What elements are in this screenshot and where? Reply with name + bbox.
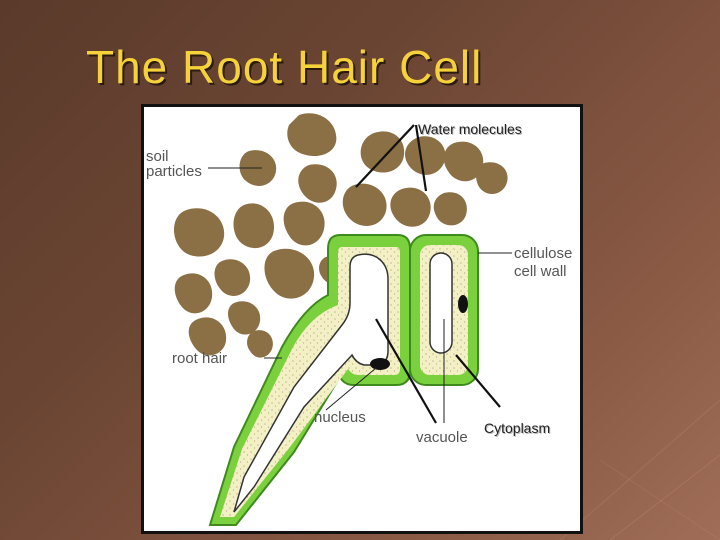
cellulose-label-line2: cell wall xyxy=(514,263,567,280)
label-pointers xyxy=(208,167,512,423)
added-label-pointers xyxy=(355,124,501,424)
cytoplasm-label: Cytoplasm xyxy=(484,420,551,436)
soil-particles-label-line1: soil xyxy=(146,148,169,165)
diagram-canvas xyxy=(173,113,512,526)
slide-title: The Root Hair Cell xyxy=(86,41,483,93)
root-cell-right xyxy=(409,234,479,386)
soil-particles xyxy=(173,113,508,358)
root-hair-diagram: soil particles Water molecules cellulose… xyxy=(141,104,583,534)
root-hair-cell xyxy=(208,234,411,526)
vacuole-label: vacuole xyxy=(416,429,468,446)
cellulose-label-line1: cellulose xyxy=(514,245,573,262)
nucleus-left xyxy=(370,358,390,370)
root-hair-label: root hair xyxy=(172,350,228,367)
nucleus-right xyxy=(458,295,468,313)
nucleus-label: nucleus xyxy=(314,409,366,426)
water-molecules-label: Water molecules xyxy=(418,121,522,137)
soil-particles-label-line2: particles xyxy=(146,163,202,180)
